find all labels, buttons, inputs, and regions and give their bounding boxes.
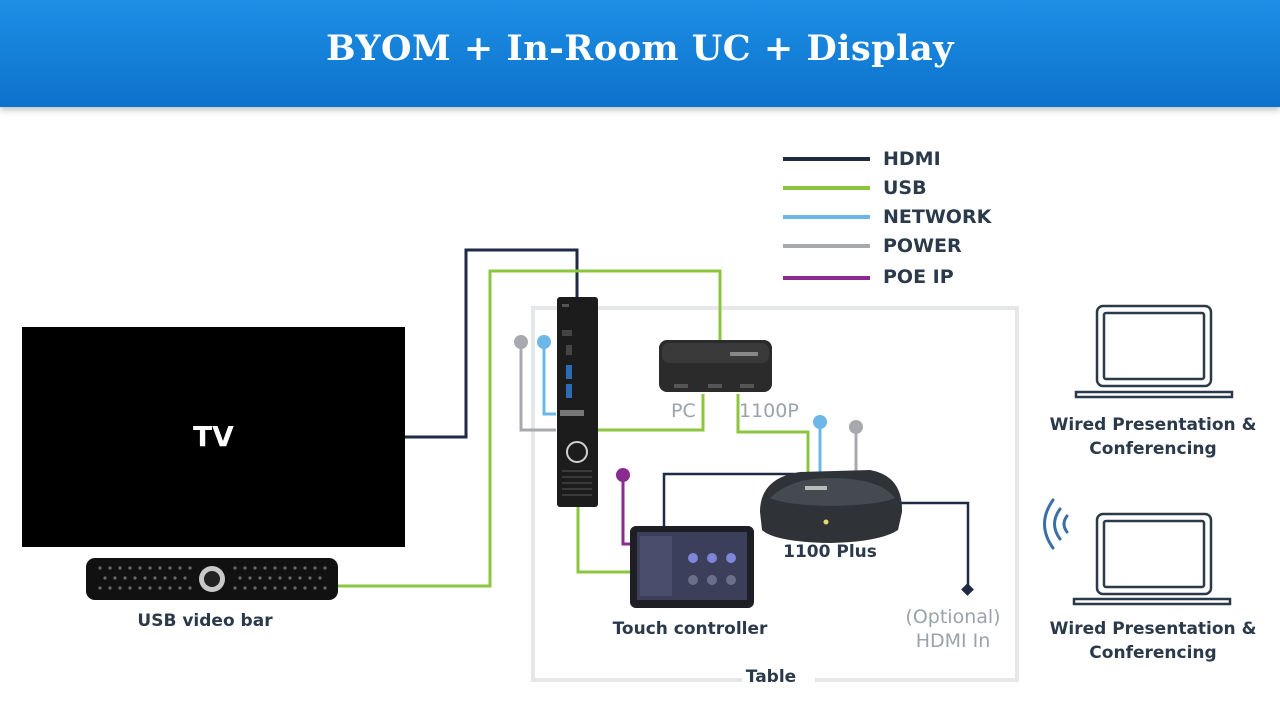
legend-label-usb: USB (883, 177, 927, 199)
power-cable-pc (519, 345, 556, 432)
tv-screen (22, 327, 405, 547)
usb-cable-pc-hub (598, 394, 705, 432)
usb-cable-pc-touch (576, 505, 630, 574)
usb-cable-videobar-hub (338, 269, 722, 588)
usb-cable-hub-base (736, 394, 810, 472)
usb-hub-device (659, 340, 772, 392)
table-label: Table (745, 667, 797, 687)
page-title: BYOM + In-Room UC + Display (326, 28, 954, 69)
poe-cable-touch (621, 478, 632, 546)
legend-label-poe: POE IP (883, 266, 954, 288)
hub-port-pc-label: PC (671, 400, 696, 422)
base-unit-device (760, 470, 903, 543)
legend-label-power: POWER (883, 235, 962, 257)
laptop-1-label-2: Conferencing (1089, 439, 1217, 459)
usb-video-bar-device (86, 558, 338, 600)
optional-hdmi-label-2: HDMI In (915, 630, 991, 652)
network-cable-pc (542, 345, 556, 416)
wifi-signal-icon (1043, 498, 1069, 550)
optional-hdmi-label: (Optional) (905, 606, 1001, 628)
legend-label-network: NETWORK (883, 206, 992, 228)
base-unit-label: 1100 Plus (783, 542, 877, 562)
laptop-icon (1072, 512, 1232, 606)
hdmi-cable-optional (900, 501, 970, 588)
legend-lines (783, 157, 870, 280)
mini-pc-device (557, 297, 598, 507)
title-banner: BYOM + In-Room UC + Display (0, 0, 1280, 107)
laptop-icon (1074, 304, 1234, 399)
laptop-2-label: Wired Presentation & (1049, 619, 1257, 639)
tv-label: TV (193, 420, 234, 453)
table-outline (531, 306, 1019, 682)
legend-label-hdmi: HDMI (883, 148, 941, 170)
laptop-1-label: Wired Presentation & (1049, 415, 1257, 435)
hub-port-1100p-label: 1100P (739, 400, 799, 422)
video-bar-label: USB video bar (137, 611, 273, 631)
laptop-2-label-2: Conferencing (1089, 643, 1217, 663)
dell-logo-icon (566, 441, 588, 463)
touch-controller-label: Touch controller (612, 619, 768, 639)
hdmi-cable-tv-pc (405, 248, 579, 439)
touch-controller-device (630, 526, 754, 608)
